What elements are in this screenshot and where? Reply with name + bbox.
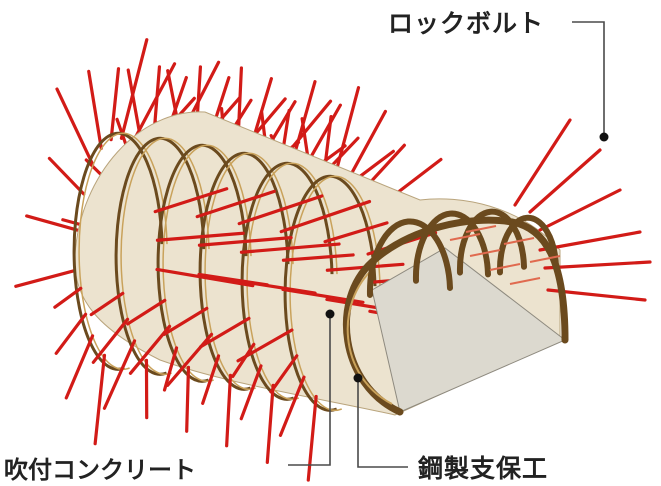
shotcrete-label: 吹付コンクリート: [4, 458, 196, 482]
rock-bolt: [515, 120, 570, 205]
shotcrete-leader-dot: [326, 310, 335, 319]
rock-bolt-label: ロックボルト: [388, 11, 544, 36]
rock-bolt: [89, 71, 102, 148]
rock-bolt: [66, 336, 92, 398]
steel-support-label: 鋼製支保工: [418, 456, 548, 481]
rock-bolt: [267, 385, 273, 462]
rock-bolt: [187, 367, 189, 431]
rock-bolt: [56, 314, 85, 353]
rock-bolt: [111, 69, 118, 140]
rock-bolt: [308, 396, 316, 480]
rock-bolt: [95, 355, 104, 443]
rock-bolt-leader-dot: [600, 133, 609, 142]
rock-bolt: [227, 375, 231, 445]
rock-bolt: [530, 150, 600, 212]
rock-bolt: [540, 190, 620, 230]
rock-bolt-leader-line: [572, 22, 604, 137]
rock-bolt: [16, 269, 79, 286]
rock-bolt: [49, 158, 83, 194]
rock-bolt: [545, 262, 650, 268]
rock-bolt: [57, 89, 93, 164]
steel-support-leader-dot: [354, 374, 363, 383]
